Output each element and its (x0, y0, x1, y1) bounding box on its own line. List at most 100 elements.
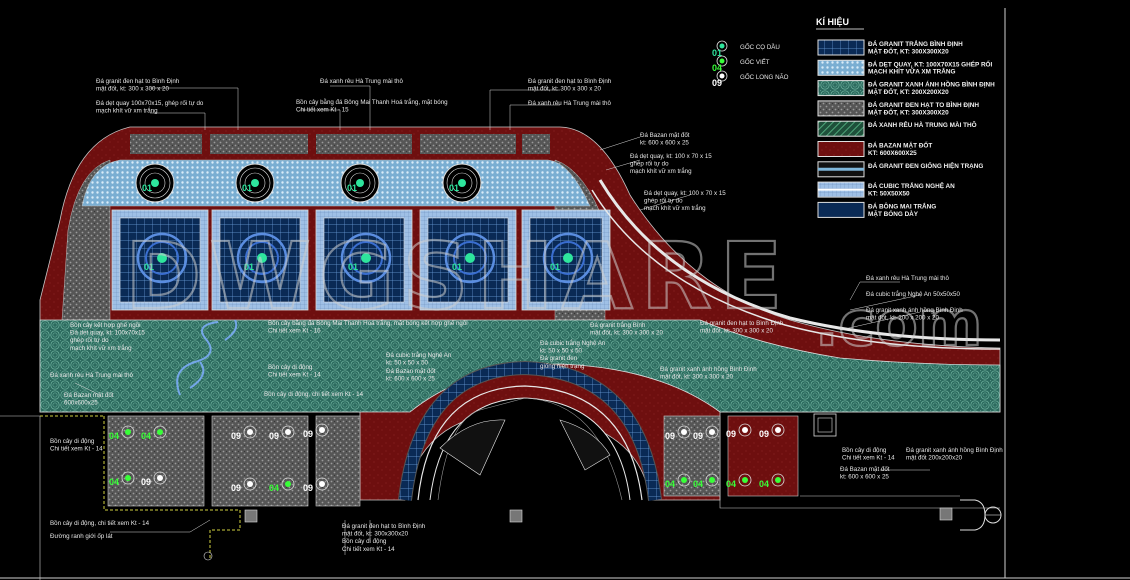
legend-title: KÍ HIỆU (816, 16, 849, 27)
tree-marker: 09 (141, 471, 167, 487)
tree-icon (247, 429, 253, 435)
tree-legend-label: GỐC CỌ DẦU (740, 44, 780, 51)
tree-marker: 09 (303, 423, 329, 439)
annotation-line: Đá xanh rêu Hà Trung mài thô (866, 275, 949, 282)
tree-icon (285, 481, 291, 487)
tree-icon (681, 477, 687, 483)
tree-marker: 09 (231, 425, 257, 441)
annotation-a11: Đá cubic trắng Nghệ An 50x50x50 (866, 291, 960, 298)
palm-tree-icon (356, 179, 364, 187)
square-planter: 01 (521, 209, 611, 311)
annotation-line: Đá dẹt quay, kt: 100 x 70 x 15 (630, 153, 712, 160)
tree-marker: 04 (109, 425, 135, 441)
tree-number: 09 (665, 431, 675, 441)
tree-legend-number: 09 (712, 78, 722, 88)
annotation-line: Đá granit trắng Bình (590, 322, 646, 329)
annotation-a4: Bồn cây bằng đá Bông Mai Thanh Hoá trắng… (296, 99, 448, 114)
annotation-line: mạch khít vữ xm trắng (644, 205, 706, 212)
round-planter: 01 (442, 163, 482, 203)
annotation-line: mặt đốt 200x200x20 (906, 455, 963, 462)
annotation-line: 600x600x25 (64, 400, 98, 407)
tree-number: 09 (726, 429, 736, 439)
round-planter: 01 (235, 163, 275, 203)
watermark: DWGSHARE .com (124, 222, 984, 361)
tree-number: 04 (269, 483, 279, 493)
legend-item: ĐÁ GRANIT ĐEN GIỐNG HIỆN TRẠNG (817, 160, 983, 178)
annotation-line: Đá granit xanh ánh hồng Bình Định (660, 366, 757, 373)
tree-icon (742, 477, 748, 483)
annotation-line: Bồn cây bằng đá Bông Mai Thanh Hoá trắng… (296, 99, 448, 106)
annotation-line: Đá granit đen hạt to Bình Định (528, 78, 612, 85)
tree-number: 01 (244, 262, 254, 272)
tree-number: 04 (726, 479, 736, 489)
annotation-line: ghép rối tự do (630, 161, 669, 168)
tree-number: 04 (693, 479, 703, 489)
annotation-line: Đá Bazan mặt đốt (840, 466, 890, 473)
tree-icon (709, 477, 715, 483)
annotation-line: Đá xanh rêu Hà Trung mài thô (320, 78, 403, 85)
tree-icon (157, 475, 163, 481)
annotation-line: Bồn cây di động, chi tiết xem Kt - 14 (264, 391, 364, 398)
annotation-a14: Bồn cây bằng đá Bông Mai Thanh Hoá trắng… (268, 320, 468, 335)
annotation-line: mạch khít vữ xm trắng (96, 108, 158, 115)
annotation-line: Đá cubic trắng Nghệ An 50x50x50 (866, 291, 960, 298)
annotation-line: Đá dẹt quay 100x70x15, ghép rối tự do (96, 100, 204, 107)
annotation-line: kt: 50 x 50 x 50 (540, 348, 583, 355)
annotation-line: mạch khít vữ xm trắng (70, 345, 132, 352)
tree-marker: 04 (141, 425, 167, 441)
cubic-white-band (598, 179, 1001, 342)
annotation-line: Đá granit xanh ánh hồng Bình Định (906, 447, 1003, 454)
annotation-line: Đá dẹt quay, kt: 100 x 70 x 15 (644, 190, 726, 197)
annotation-line: kt: 50 x 50 x 50 (386, 360, 429, 367)
palm-tree-icon (151, 179, 159, 187)
tree-marker: 09 (303, 477, 329, 493)
annotation-line: giống hiện trạng (540, 363, 585, 370)
tree-icon (247, 481, 253, 487)
annotation-line: Bồn cây kết hợp ghế ngồi (70, 322, 140, 329)
tree-marker: 04 (109, 471, 135, 487)
annotation-line: kt: 600 x 600 x 25 (640, 140, 689, 147)
legend-label: ĐÁ XANH RÊU HÀ TRUNG MÀI THÔ (868, 120, 977, 129)
palm-tree-icon (563, 253, 573, 263)
tree-legend-number: 01 (712, 48, 722, 58)
tree-number: 01 (242, 183, 252, 193)
tree-icon (125, 475, 131, 481)
tree-icon (319, 481, 325, 487)
annotation-line: Chi tiết xem Kt - 16 (268, 328, 321, 335)
legend-swatch (817, 141, 865, 157)
annotation-line: Đá Bazan mặt đốt (386, 368, 436, 375)
palm-tree-icon (458, 179, 466, 187)
tree-number: 09 (141, 477, 151, 487)
annotation-a22: Đá xanh rêu Hà Trung mài thô (50, 372, 133, 379)
palm-tree-icon (257, 253, 267, 263)
palm-tree-icon (361, 253, 371, 263)
annotation-line: Bồn cây di động, chi tiết xem Kt - 14 (50, 520, 150, 527)
annotation-line: Đá granit đen hạt to Bình Định (700, 320, 784, 327)
square-planter: 01 (315, 209, 413, 311)
tree-number: 01 (347, 183, 357, 193)
legend-swatch (817, 80, 865, 97)
tree-number: 04 (759, 479, 769, 489)
tree-marker: 09 (231, 477, 257, 493)
tree-number: 09 (693, 431, 703, 441)
